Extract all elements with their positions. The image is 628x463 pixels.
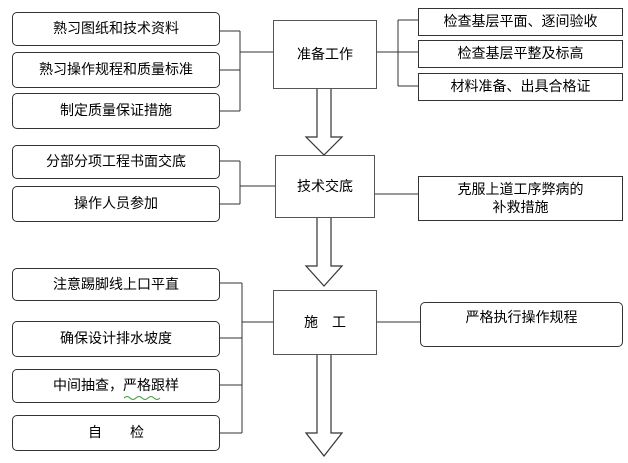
step-technical-briefing: 技术交底 <box>275 155 375 218</box>
prep-left-item-1: 熟习图纸和技术资料 <box>12 12 220 46</box>
flow-arrow-2 <box>304 218 344 287</box>
prep-right-item-2: 检查基层平整及标高 <box>418 40 623 68</box>
construction-left-item-1: 注意踢脚线上口平直 <box>12 268 220 301</box>
flow-arrow-3 <box>304 355 344 457</box>
construction-left-item-3: 中间抽查，严格跟样 <box>12 369 220 403</box>
construction-left-item-4: 自 检 <box>12 415 220 451</box>
prep-right-item-3: 材料准备、出具合格证 <box>418 73 623 101</box>
prep-right-item-1: 检查基层平面、逐间验收 <box>418 8 623 36</box>
briefing-left-item-2: 操作人员参加 <box>12 186 220 222</box>
construction-right-item-1: 严格执行操作规程 <box>420 302 623 347</box>
step-construction: 施 工 <box>273 290 377 355</box>
step-technical-briefing-label: 技术交底 <box>297 178 353 195</box>
step-preparation-label: 准备工作 <box>297 46 353 63</box>
flow-arrow-1 <box>304 89 344 156</box>
step-preparation: 准备工作 <box>273 20 377 89</box>
prep-left-item-2: 熟习操作规程和质量标准 <box>12 52 220 88</box>
spellcheck-squiggle <box>124 396 161 400</box>
prep-left-item-3: 制定质量保证措施 <box>12 93 220 129</box>
construction-left-item-2: 确保设计排水坡度 <box>12 321 220 357</box>
briefing-right-item-1: 克服上道工序弊病的 补救措施 <box>418 176 623 221</box>
step-construction-label: 施 工 <box>304 314 346 331</box>
briefing-left-item-1: 分部分项工程书面交底 <box>12 145 220 179</box>
